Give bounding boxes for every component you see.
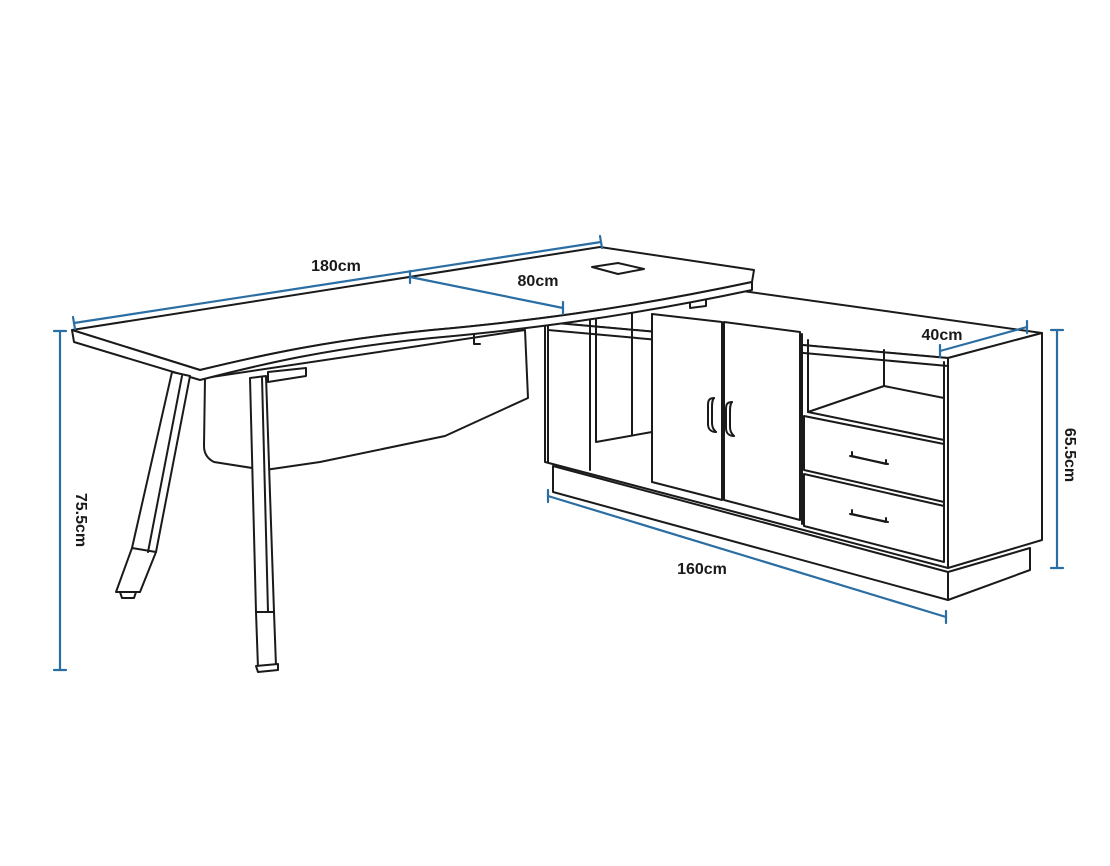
cable-grommet <box>591 262 645 275</box>
drawer-lower <box>803 473 945 563</box>
cabinet-door-right <box>723 321 801 521</box>
dim-line-desk-depth <box>408 275 565 310</box>
dim-line-cabinet-depth <box>938 325 1029 353</box>
dimension-annotations: 180cm 80cm 75.5cm 40cm 65.5cm 160cm <box>52 234 1078 672</box>
label-desk-height: 75.5cm <box>72 493 89 547</box>
label-cabinet-length: 160cm <box>677 561 727 578</box>
label-desk-depth: 80cm <box>518 273 559 290</box>
door-handle-right <box>725 401 735 437</box>
dim-line-cabinet-length <box>546 494 948 619</box>
desk <box>71 246 755 673</box>
cabinet-side-face <box>947 332 1043 569</box>
dim-line-desk-length <box>72 240 603 325</box>
label-cabinet-depth: 40cm <box>922 327 963 344</box>
desk-leg-left <box>115 371 191 593</box>
label-desk-length: 180cm <box>311 258 361 275</box>
door-handle-left <box>707 397 717 433</box>
label-cabinet-height: 65.5cm <box>1061 428 1078 482</box>
side-cabinet <box>544 284 1043 601</box>
cabinet-door-left <box>651 313 723 501</box>
desk-top-edge <box>71 281 753 381</box>
drawer-upper <box>803 415 945 503</box>
desk-modesty-panel <box>203 329 529 471</box>
